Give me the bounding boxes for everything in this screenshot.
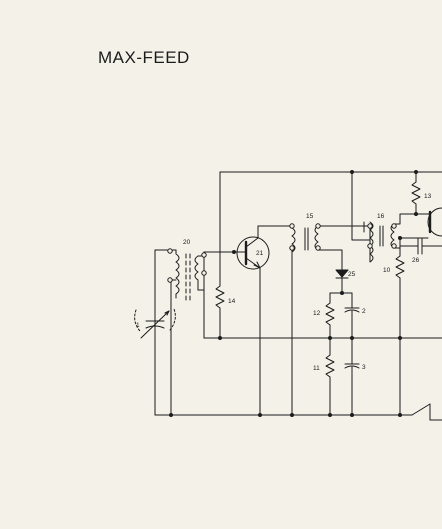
transistor-output (423, 207, 442, 237)
page-title: MAX-FEED (98, 48, 190, 67)
capacitor-2 (344, 292, 360, 339)
label-r10: 10 (383, 267, 391, 274)
switch (411, 403, 431, 421)
label-c1: 1 (136, 322, 140, 329)
resistor-11 (325, 337, 335, 416)
label-d25: 25 (348, 271, 356, 278)
label-t20: 20 (183, 239, 191, 246)
label-t15: 15 (306, 213, 314, 220)
resistor-10 (395, 237, 405, 416)
input-second-wire (170, 279, 177, 416)
label-r12: 12 (313, 310, 321, 317)
resistor-14 (215, 171, 225, 339)
label-q21: 21 (256, 250, 264, 257)
junction-dots (169, 170, 418, 417)
transformer-16 (351, 171, 429, 263)
variable-capacitor-1 (134, 308, 176, 339)
transformer-15 (291, 225, 371, 416)
transformer-20 (175, 249, 235, 339)
label-r14: 14 (228, 298, 236, 305)
capacitor-3 (344, 337, 360, 416)
label-t16: 16 (377, 213, 385, 220)
label-r13: 13 (424, 193, 432, 200)
label-c26: 26 (412, 257, 420, 264)
label-c2: 2 (362, 308, 366, 315)
transistor-21 (233, 225, 293, 416)
label-r11: 11 (313, 365, 320, 372)
capacitor-26 (399, 237, 442, 255)
terminal-circles (167, 223, 397, 283)
label-c3: 3 (362, 364, 366, 371)
resistor-13 (411, 171, 421, 215)
resistor-12 (325, 292, 335, 339)
